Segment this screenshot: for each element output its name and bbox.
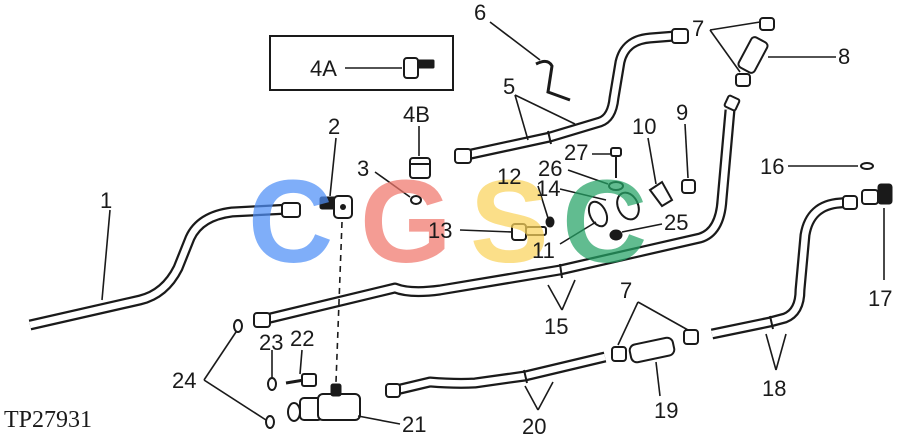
callout-11: 11 [532, 238, 555, 263]
watermark-letter-c1: C [248, 156, 333, 288]
callout-27: 27 [564, 140, 588, 165]
callout-10: 10 [632, 114, 656, 139]
callout-4a: 4A [310, 56, 337, 81]
callout-7-top: 7 [692, 16, 704, 41]
nut-25 [609, 229, 623, 241]
callout-22: 22 [290, 326, 314, 351]
fitting-13 [511, 223, 547, 241]
callout-6: 6 [474, 0, 486, 25]
tube-15 [253, 94, 741, 328]
ring-12 [545, 216, 555, 228]
bracket-10 [648, 180, 674, 208]
tube-18-joint [769, 315, 774, 330]
callout-8: 8 [838, 44, 850, 69]
callout-19: 19 [654, 398, 678, 423]
callout-3: 3 [357, 156, 369, 181]
washer-3 [410, 195, 422, 205]
flange-14 [616, 191, 640, 221]
callout-9: 9 [676, 100, 688, 125]
callout-15: 15 [544, 314, 568, 339]
tube-15-joint [559, 263, 563, 279]
callout-20: 20 [522, 414, 546, 436]
tube-1-fitting [281, 202, 301, 218]
callout-labels: 1 2 3 4B 4A 5 6 7 8 9 10 11 12 13 14 15 … [100, 0, 892, 436]
callout-16: 16 [760, 154, 784, 179]
callout-2: 2 [328, 114, 340, 139]
callout-7-bottom: 7 [620, 278, 632, 303]
watermark-letter-c2: C [562, 156, 647, 288]
callout-24: 24 [172, 368, 196, 393]
washer-24-top [233, 319, 243, 333]
callout-4b: 4B [403, 102, 430, 127]
elbow-17 [861, 183, 893, 205]
bolt-27 [610, 147, 622, 178]
tube-18 [710, 195, 858, 340]
callout-26: 26 [538, 156, 562, 181]
tube-15-fitting [253, 312, 271, 328]
tube-20-joint [523, 369, 528, 384]
callout-13: 13 [428, 218, 452, 243]
watermark-letter-s: S [470, 156, 549, 288]
washer-26 [608, 181, 624, 191]
bolt-22 [285, 373, 317, 387]
tube-5-joint [547, 130, 552, 145]
assembly-line [335, 221, 343, 383]
callout-25: 25 [664, 210, 688, 235]
figure-reference: TP27931 [4, 407, 92, 433]
callout-18: 18 [762, 376, 786, 401]
leader-lines [101, 21, 885, 425]
tube-5 [454, 28, 689, 164]
tube-20 [385, 351, 607, 398]
o-ring-16 [860, 162, 874, 170]
callout-21: 21 [402, 412, 426, 436]
elbow-2 [319, 195, 353, 219]
nut-7-bottom-left [611, 346, 627, 362]
tube-5-fitting [454, 148, 472, 164]
callout-14: 14 [536, 176, 560, 201]
inset-box [269, 35, 454, 91]
washer-24-bottom [265, 415, 275, 429]
nut-7-top [759, 17, 775, 31]
cap-4b [409, 157, 431, 179]
nut-7-bottom-right [683, 329, 699, 345]
tube-1 [28, 202, 301, 331]
tube-18-end-nut [842, 195, 858, 210]
callout-23: 23 [259, 330, 283, 355]
callout-12: 12 [497, 164, 521, 189]
callout-5: 5 [503, 74, 515, 99]
clamp-6 [535, 59, 571, 102]
sleeve-19 [628, 336, 676, 364]
callout-17: 17 [868, 286, 892, 311]
fitting-4a [403, 57, 435, 79]
tube-5-end-nut [671, 28, 689, 44]
watermark: C G S C [248, 156, 647, 288]
callout-1: 1 [100, 188, 112, 213]
tube-20-fitting [385, 383, 401, 398]
watermark-letter-g: G [360, 156, 452, 288]
flange-11 [587, 200, 609, 228]
valve-21 [287, 383, 361, 422]
plug-9 [681, 179, 696, 194]
nut-7-lower [735, 73, 751, 87]
tube-15-end-nut [723, 94, 741, 112]
washer-23 [267, 377, 277, 391]
sleeve-8 [737, 36, 769, 74]
